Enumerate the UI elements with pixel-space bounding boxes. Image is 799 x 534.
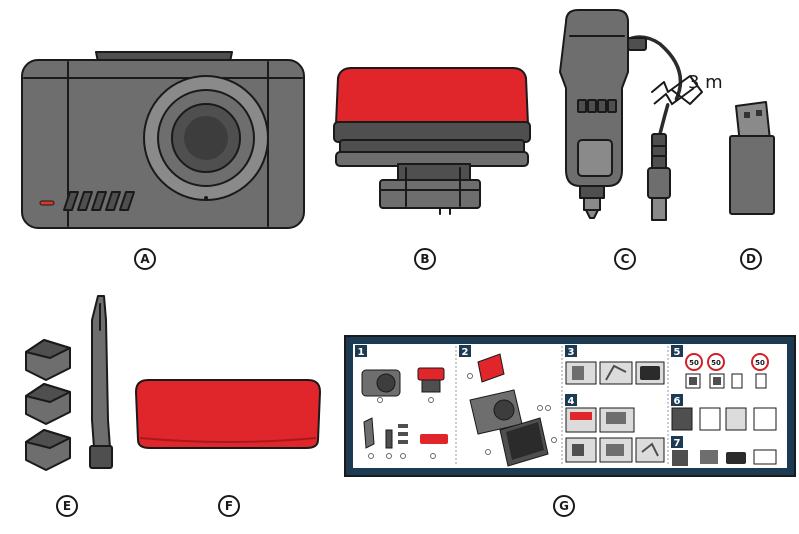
label-d: D [740,248,762,270]
cable-length: 3 m [688,72,723,93]
label-c: C [614,248,636,270]
guide-step-6: 6 [674,396,681,407]
speed-sign-2: 50 [711,359,721,367]
quick-start-guide: 1 2 3 [344,335,796,477]
windshield-mount [333,67,531,215]
speed-sign-3: 50 [755,359,765,367]
label-b: B [414,248,436,270]
speed-sign-1: 50 [689,359,699,367]
guide-step-1: 1 [358,347,365,358]
vent-grille [63,191,135,211]
cable-clips [25,339,71,471]
usb-card-reader [729,101,775,215]
car-charger: 3 m [559,9,723,221]
guide-step-7: 7 [674,438,681,449]
guide-step-2: 2 [462,347,469,358]
trim-tool [89,295,113,469]
guide-step-3: 3 [568,347,575,358]
dash-camera [21,51,305,229]
guide-step-5: 5 [674,347,681,358]
adhesive-pad [135,379,321,449]
label-a: A [134,248,156,270]
label-e: E [56,495,78,517]
guide-step-4: 4 [568,396,575,407]
label-g: G [553,495,575,517]
label-f: F [218,495,240,517]
